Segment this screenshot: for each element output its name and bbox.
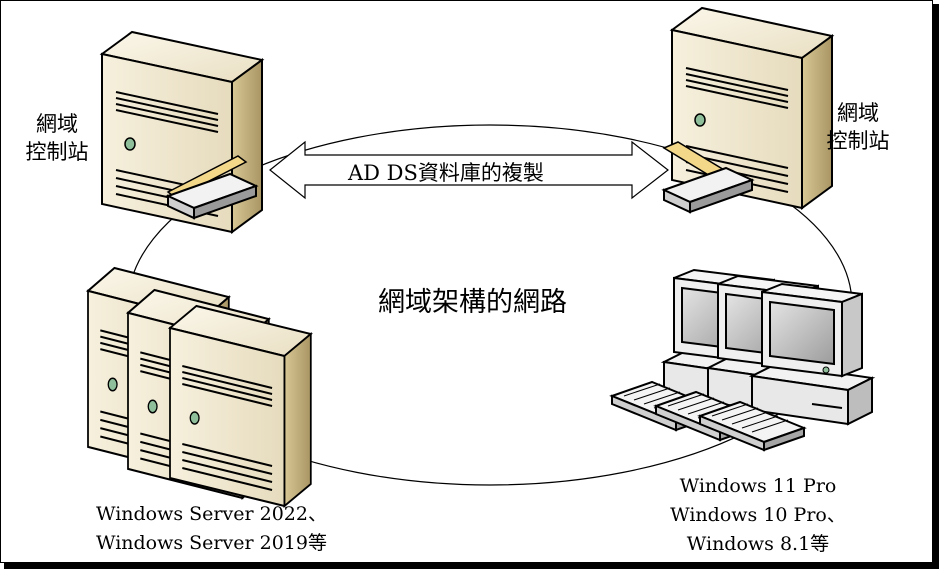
servers-caption-line1: Windows Server 2022、: [96, 503, 327, 525]
clients-caption-line3: Windows 8.1等: [686, 533, 830, 555]
server-icon: [169, 305, 312, 507]
keyboard-icon: [166, 155, 257, 219]
dc-right-label: 網域 控制站: [820, 99, 896, 155]
servers-caption-line2: Windows Server 2019等: [96, 532, 327, 554]
dc-left-label: 網域 控制站: [22, 110, 92, 166]
keyboard-icon: [662, 141, 753, 213]
clients-caption: Windows 11 Pro Windows 10 Pro、 Windows 8…: [664, 472, 852, 559]
dc-right-label-line2: 控制站: [826, 129, 890, 153]
servers-caption: Windows Server 2022、 Windows Server 2019…: [96, 500, 327, 558]
dc-right-label-line1: 網域: [837, 101, 879, 125]
clients-caption-line2: Windows 10 Pro、: [670, 504, 846, 526]
dc-left-label-line2: 控制站: [25, 140, 89, 164]
replication-label: AD DS資料庫的複製: [348, 161, 544, 185]
computer-icon: [751, 283, 873, 425]
diagram-title: 網域架構的網路: [378, 287, 567, 318]
dc-left-label-line1: 網域: [36, 112, 78, 136]
clients-caption-line1: Windows 11 Pro: [679, 475, 837, 497]
replication-arrow: [269, 140, 669, 200]
